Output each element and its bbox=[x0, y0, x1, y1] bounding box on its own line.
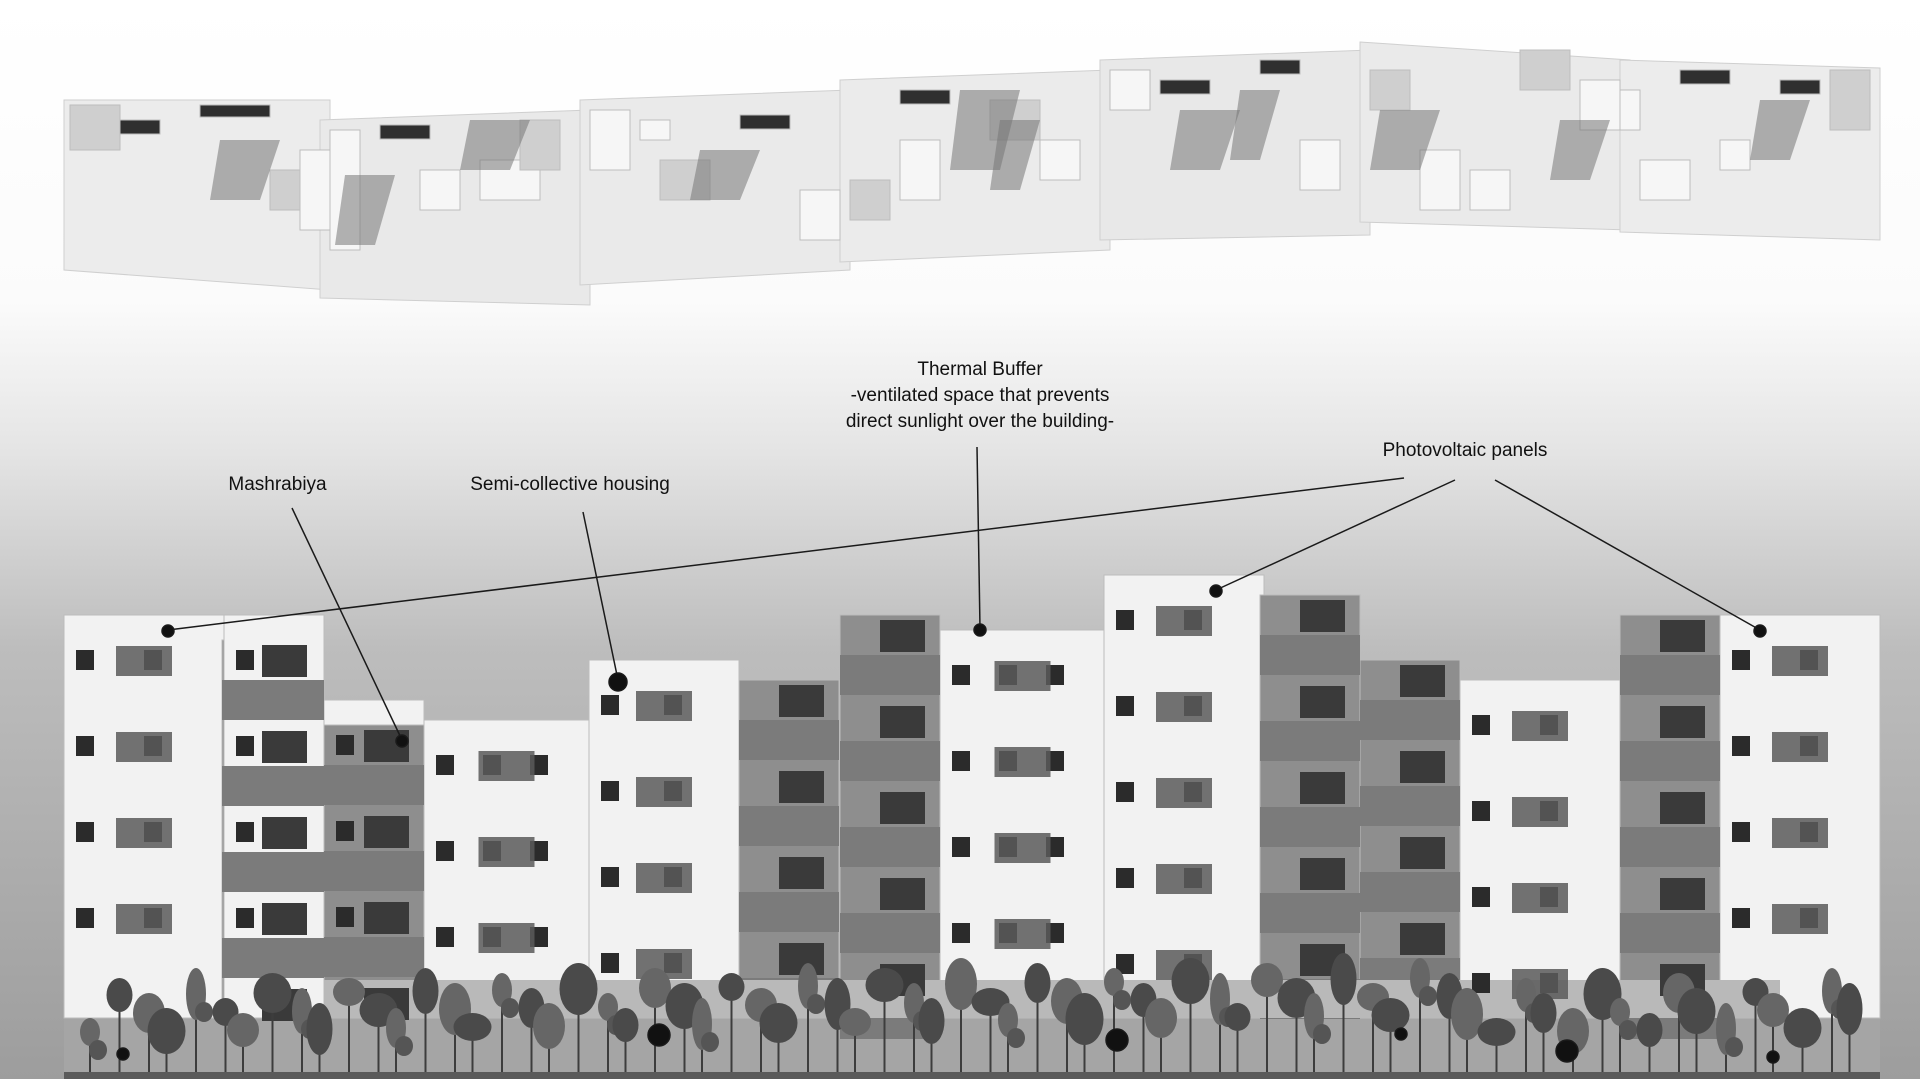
roof-plan bbox=[63, 41, 1881, 306]
thermal-buffer-line1: -ventilated space that prevents bbox=[850, 385, 1110, 406]
label-thermal-buffer: Thermal Buffer -ventilated space that pr… bbox=[790, 357, 1170, 435]
label-mashrabiya: Mashrabiya bbox=[228, 474, 327, 495]
thermal-buffer-line2: direct sunlight over the building- bbox=[845, 411, 1115, 432]
thermal-buffer-title: Thermal Buffer bbox=[917, 359, 1043, 380]
label-photovoltaic-panels: Photovoltaic panels bbox=[1382, 440, 1548, 461]
building-elevation bbox=[63, 574, 1881, 1079]
annotation-leaders bbox=[116, 446, 1780, 1064]
tree-silhouettes-icon bbox=[80, 953, 1863, 1072]
label-semi-collective-housing: Semi-collective housing bbox=[470, 474, 670, 495]
